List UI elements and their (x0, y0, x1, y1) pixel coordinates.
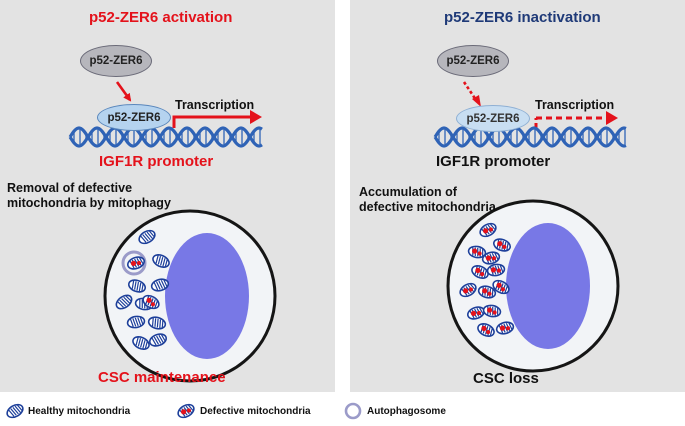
healthy-mitochondrion (148, 333, 168, 347)
defective-mitochondrion (495, 321, 515, 335)
p52-zer6-protein: p52-ZER6 (437, 45, 509, 77)
healthy-mitochondrion (6, 403, 24, 419)
defective-mitochondrion (471, 265, 489, 279)
defective-mitochondria-icon (177, 403, 195, 419)
healthy-mitochondrion (126, 315, 146, 329)
description-line-2: defective mitochondria (359, 200, 496, 214)
activation-panel: p52-ZER6 activation p52-ZER6 p52-ZER6 Tr… (0, 0, 335, 392)
igf1r-promoter-label: IGF1R promoter (436, 153, 551, 170)
defective-mitochondrion (492, 238, 512, 252)
healthy-mitochondrion (132, 336, 150, 350)
defective-mitochondrion (126, 256, 146, 270)
healthy-mitochondrion (127, 279, 147, 293)
csc-maintenance-label: CSC maintenance (98, 369, 226, 386)
defective-mitochondrion (142, 294, 160, 310)
activation-graphics (68, 81, 277, 383)
description-line-1: Accumulation of (359, 185, 457, 199)
legend-autophagosome-label: Autophagosome (367, 406, 446, 417)
binding-arrow-dotted (462, 81, 478, 101)
igf1r-promoter-label: IGF1R promoter (99, 153, 214, 170)
legend-defective-label: Defective mitochondria (200, 406, 311, 417)
defective-mitochondrion (177, 403, 195, 419)
healthy-mitochondria-icon (6, 403, 24, 419)
csc-loss-label: CSC loss (473, 370, 539, 387)
description-line-2: mitochondria by mitophagy (7, 196, 171, 210)
healthy-mitochondrion (147, 316, 167, 330)
dna-helix (68, 126, 263, 148)
inactivation-graphics (433, 81, 627, 373)
healthy-mitochondrion (150, 278, 170, 292)
transcription-arrow (172, 115, 252, 128)
p52-zer6-bound: p52-ZER6 (456, 105, 530, 132)
healthy-mitochondrion (138, 229, 156, 245)
defective-mitochondrion (479, 222, 497, 238)
binding-arrow (115, 81, 132, 102)
legend-healthy-label: Healthy mitochondria (28, 406, 131, 417)
defective-mitochondrion (482, 304, 502, 318)
defective-mitochondrion (492, 279, 510, 295)
healthy-mitochondrion (152, 254, 170, 268)
inactivation-panel: p52-ZER6 inactivation p52-ZER6 p52-ZER6 … (350, 0, 685, 392)
defective-mitochondrion (477, 323, 495, 337)
healthy-mitochondrion (115, 294, 133, 310)
activation-title: p52-ZER6 activation (89, 9, 233, 26)
transcription-label: Transcription (535, 98, 615, 112)
defective-mitochondrion (467, 245, 487, 259)
p52-zer6-protein: p52-ZER6 (80, 45, 152, 77)
defective-mitochondrion (477, 285, 497, 299)
description-line-1: Removal of defective (7, 181, 133, 195)
defective-mitochondrion (486, 263, 506, 277)
defective-mitochondrion (481, 251, 501, 265)
autophagosome-legend-icon (344, 402, 362, 420)
dna-helix (433, 126, 627, 148)
autophagosome-icon (121, 250, 147, 276)
defective-mitochondrion (459, 282, 477, 298)
inactivation-title: p52-ZER6 inactivation (444, 9, 601, 26)
nucleus (506, 223, 590, 349)
transcription-label: Transcription (175, 98, 255, 112)
nucleus (165, 233, 249, 359)
p52-zer6-bound: p52-ZER6 (97, 104, 171, 131)
